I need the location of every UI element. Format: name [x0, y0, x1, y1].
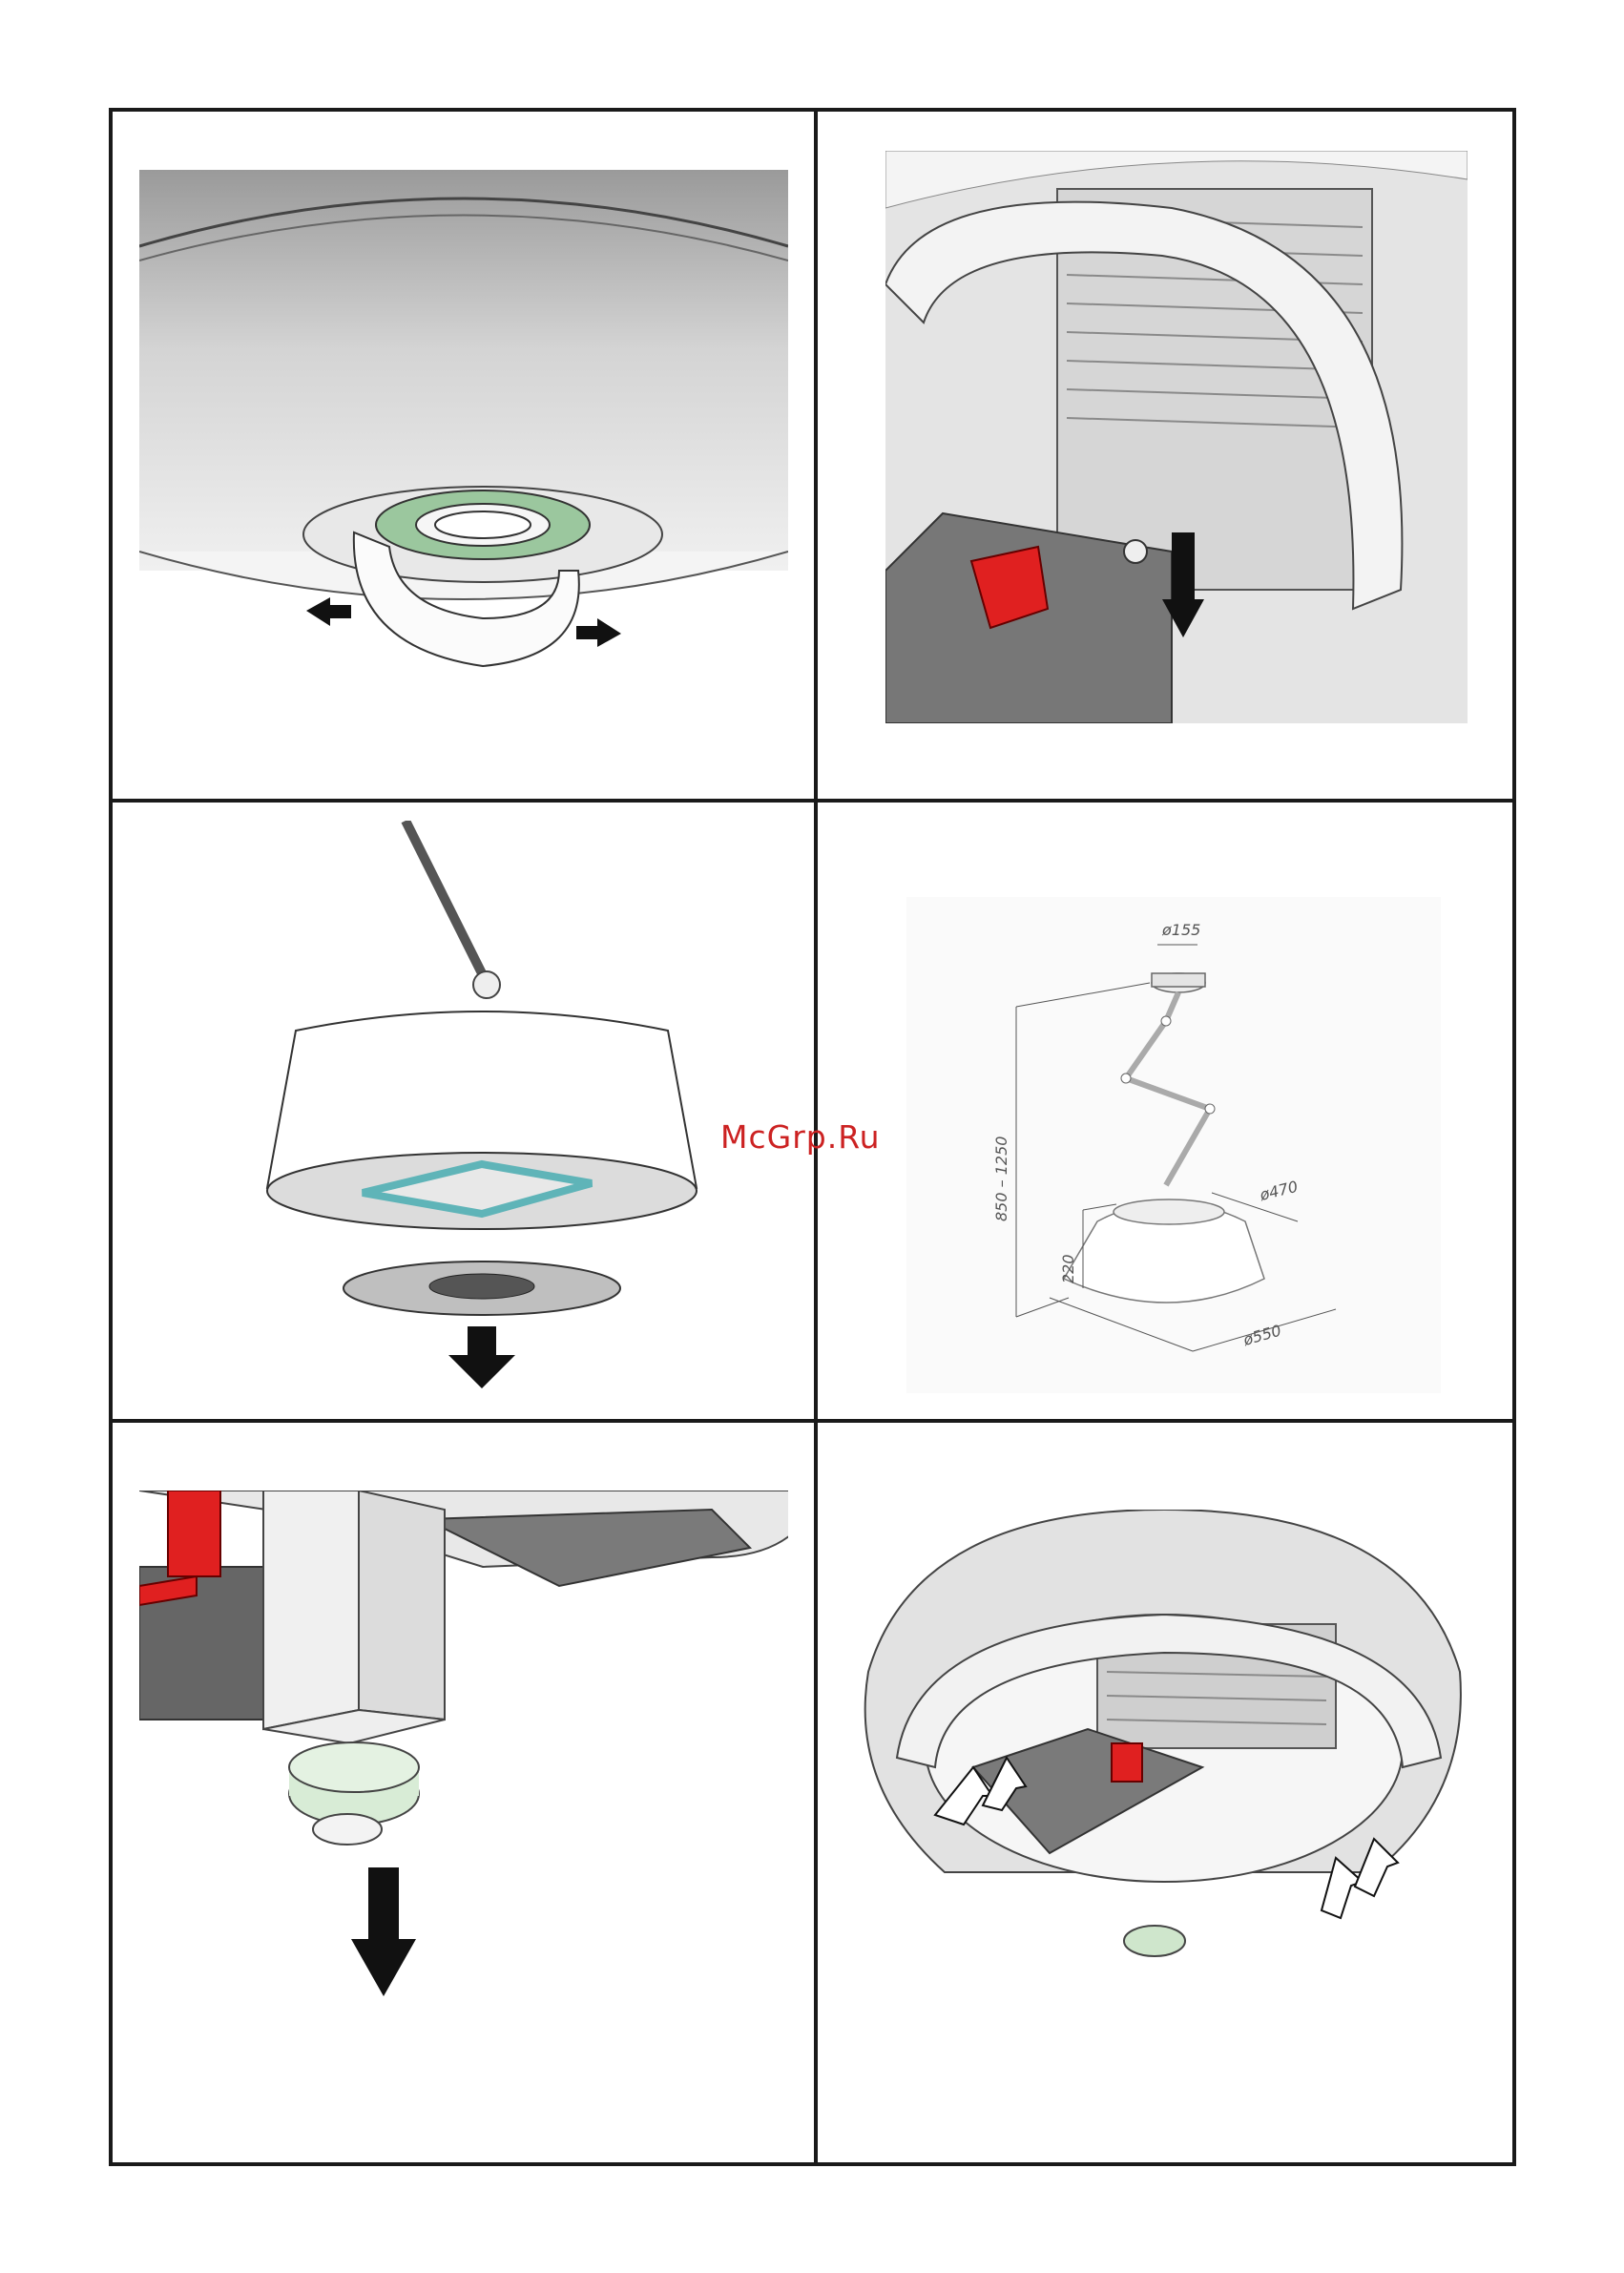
- step-5-panel: [139, 1491, 788, 2025]
- dim-top-diameter: ø155: [1161, 921, 1200, 939]
- grid-divider-horizontal-1: [113, 799, 1512, 803]
- green-collar: [1124, 1926, 1185, 1956]
- arrow-left-icon: [306, 597, 351, 626]
- step-2-panel: [885, 151, 1468, 723]
- step-6-panel: [840, 1510, 1489, 2025]
- step-6-illustration: [840, 1510, 1489, 2025]
- dimensions-drawing: ø155 850 – 1250 220 ø470 ø550: [906, 897, 1441, 1393]
- arrow-down-icon: [448, 1326, 515, 1388]
- step-5-illustration: [139, 1491, 788, 2025]
- step-1-panel: [139, 170, 788, 685]
- watermark: McGrp.Ru: [720, 1118, 881, 1156]
- arrow-right-icon: [576, 618, 621, 647]
- step-3-illustration: [258, 821, 706, 1393]
- red-bracket: [168, 1491, 220, 1576]
- motor-column: [263, 1491, 359, 1729]
- step-4-dimensions-panel: ø155 850 – 1250 220 ø470 ø550: [906, 897, 1441, 1393]
- suspension-rod: [406, 821, 482, 973]
- arrow-down-icon: [351, 1867, 416, 1996]
- step-2-illustration: [885, 151, 1468, 723]
- step-1-illustration: [139, 170, 788, 685]
- red-bracket: [1112, 1743, 1142, 1782]
- step-3-panel: [258, 821, 706, 1393]
- grid-divider-horizontal-2: [113, 1419, 1512, 1423]
- dim-height-range: 850 – 1250: [992, 1136, 1010, 1221]
- dim-hood-height: 220: [1059, 1254, 1077, 1283]
